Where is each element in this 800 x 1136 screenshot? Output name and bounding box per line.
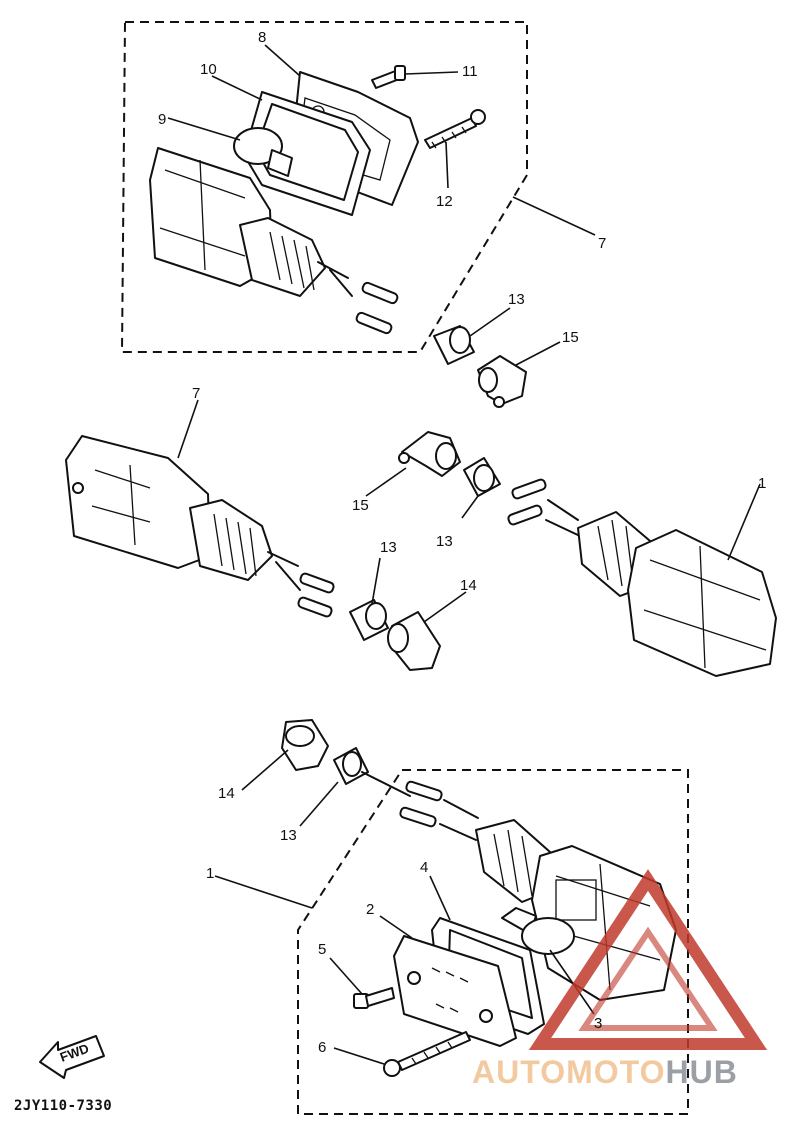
cap-part-14-mid xyxy=(387,611,441,671)
callout-14-bottom: 14 xyxy=(218,785,235,802)
watermark-text: AUTOMOTOHUB xyxy=(472,1054,738,1091)
callout-15-top: 15 xyxy=(562,329,579,346)
callout-7-mid: 7 xyxy=(192,385,200,402)
screw-part-6 xyxy=(383,1031,471,1077)
callout-13-mid-right: 13 xyxy=(436,533,453,550)
screw-part-5 xyxy=(353,987,395,1009)
elbow-cap-part-15-top xyxy=(477,355,527,408)
grommet-part-13-mid-left xyxy=(349,599,389,641)
screw-part-12 xyxy=(424,109,486,149)
callout-13-mid-left: 13 xyxy=(380,539,397,556)
watermark-text-part-b: HUB xyxy=(665,1054,738,1090)
lens-part-2 xyxy=(393,935,517,1047)
bulb-part-9 xyxy=(233,127,293,177)
assembly-boundary-bottom xyxy=(297,769,689,1115)
turn-signal-housing-mid-right xyxy=(507,478,777,677)
assembly-boundary-top xyxy=(120,21,528,353)
callout-8: 8 xyxy=(258,29,266,46)
callout-5: 5 xyxy=(318,941,326,958)
callout-12: 12 xyxy=(436,193,453,210)
callout-1-bottom: 1 xyxy=(206,865,214,882)
watermark-text-part-a: AUTOMOTO xyxy=(472,1054,666,1090)
elbow-cap-part-15-mid xyxy=(398,431,461,477)
callout-7-top: 7 xyxy=(598,235,606,252)
callout-9: 9 xyxy=(158,111,166,128)
watermark-logo-icon xyxy=(528,869,768,1050)
grommet-part-13-bottom xyxy=(333,747,369,785)
callout-11: 11 xyxy=(462,63,478,80)
turn-signal-housing-mid-left xyxy=(65,435,335,618)
turn-signal-housing-top xyxy=(149,147,353,297)
wire-connectors-bottom xyxy=(399,780,479,841)
callout-4: 4 xyxy=(420,859,428,876)
callout-6: 6 xyxy=(318,1039,326,1056)
callout-14-mid: 14 xyxy=(460,577,477,594)
callout-2: 2 xyxy=(366,901,374,918)
callout-10: 10 xyxy=(200,61,217,78)
grommet-part-13-top xyxy=(433,325,475,365)
grommet-part-13-mid-right xyxy=(463,457,501,497)
callout-3: 3 xyxy=(594,1015,602,1032)
wire-connectors-top xyxy=(355,281,399,335)
bulb-part-3 xyxy=(501,907,575,955)
callout-15-mid: 15 xyxy=(352,497,369,514)
callout-13-bottom: 13 xyxy=(280,827,297,844)
cap-part-14-bottom xyxy=(281,719,329,771)
callout-1-mid: 1 xyxy=(758,475,766,492)
forward-direction-marker: FWD xyxy=(39,1035,105,1079)
diagram-code: 2JY110-7330 xyxy=(14,1098,113,1114)
callout-13-top: 13 xyxy=(508,291,525,308)
screw-part-11 xyxy=(371,65,406,89)
